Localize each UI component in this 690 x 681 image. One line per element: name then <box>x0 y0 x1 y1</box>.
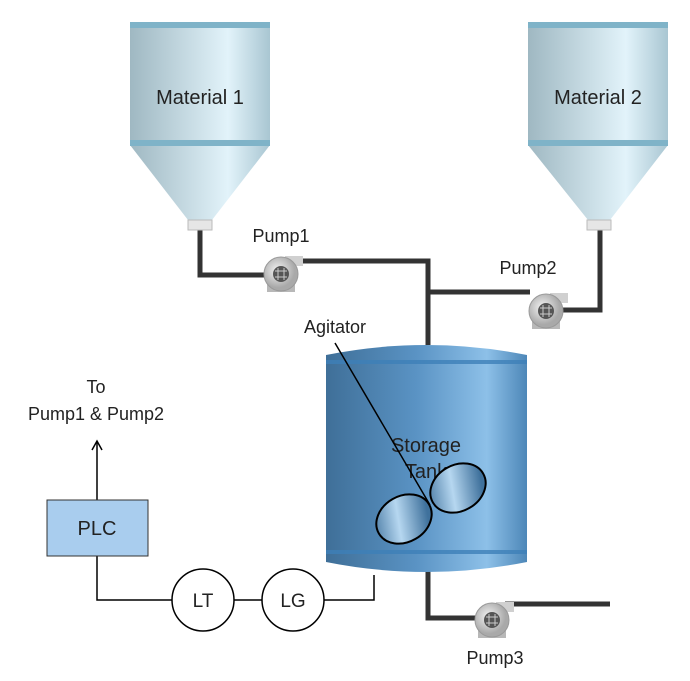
silo-2-label: Material 2 <box>554 87 642 109</box>
pump3-label: Pump3 <box>466 648 523 668</box>
silo-1-label: Material 1 <box>156 87 244 109</box>
plc-box[interactable]: PLC <box>46 499 149 557</box>
to-pumps-label: Pump1 & Pump2 <box>28 404 164 424</box>
level-transmitter[interactable]: LT <box>171 568 235 632</box>
pump3-icon[interactable] <box>474 601 515 639</box>
storage-tank: Storage Tank <box>326 342 527 572</box>
pipe-tank-pump3 <box>425 570 478 621</box>
agitator-blades <box>375 462 487 545</box>
pump1-icon[interactable] <box>263 255 304 293</box>
agitator-shaft <box>334 342 431 506</box>
level-gauge[interactable]: LG <box>261 568 325 632</box>
pipes <box>197 228 610 621</box>
silo-material-1: Material 1 <box>130 22 270 231</box>
pipe-silo2-pump2 <box>562 228 603 313</box>
pipe-silo1-pump1 <box>197 228 270 278</box>
pump2-icon[interactable] <box>528 292 569 330</box>
lg-label: LG <box>280 591 305 612</box>
to-label: To <box>86 377 105 397</box>
tank-label-line1: Storage <box>391 435 461 457</box>
pump2-label: Pump2 <box>499 258 556 278</box>
agitator-label: Agitator <box>304 317 366 337</box>
pump1-label: Pump1 <box>252 226 309 246</box>
signal-lines <box>91 439 375 601</box>
silo-material-2: Material 2 <box>528 22 668 231</box>
lt-label: LT <box>193 591 214 612</box>
plc-label: PLC <box>78 518 117 540</box>
pipe-pump1-tank <box>295 258 431 345</box>
